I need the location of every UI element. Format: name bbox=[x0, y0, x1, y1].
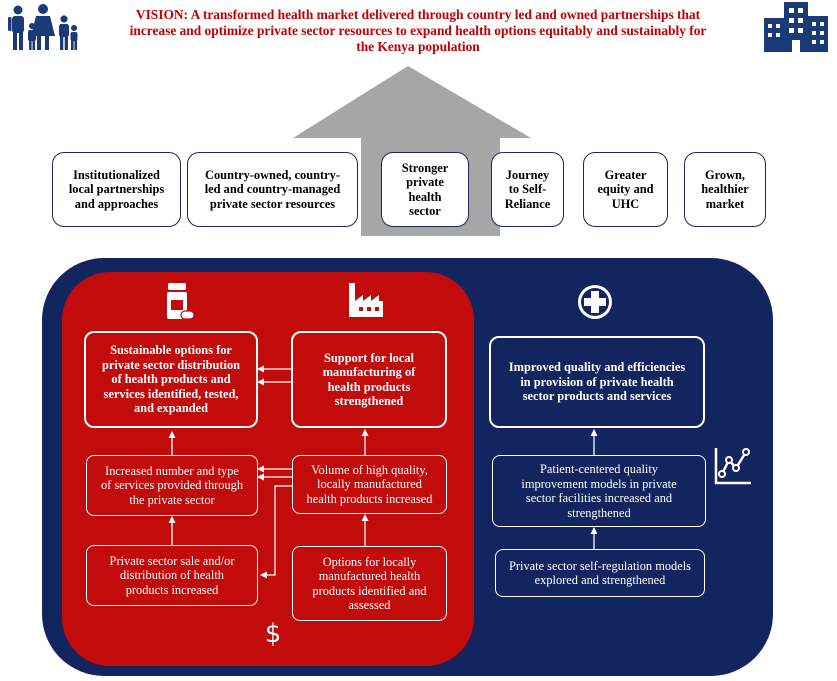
subresult-self-regulation: Private sector self-regulation models ex… bbox=[495, 549, 705, 597]
dollar-icon: $ bbox=[264, 619, 282, 649]
subresult-volume-products: Volume of high quality, locally manufact… bbox=[292, 455, 447, 514]
buildings-icon bbox=[764, 2, 828, 52]
subresult-sale-distribution: Private sector sale and/or distribution … bbox=[86, 545, 258, 606]
subresult-manufacturing-options: Options for locally manufactured health … bbox=[292, 546, 447, 621]
outcome-country-resources: Country-owned, country- led and country-… bbox=[187, 152, 358, 227]
upward-arrow bbox=[293, 66, 531, 236]
outcome-self-reliance: Journey to Self- Reliance bbox=[491, 152, 564, 227]
outcome-stronger-sector: Stronger private health sector bbox=[381, 152, 469, 227]
subresult-patient-centered: Patient-centered quality improvement mod… bbox=[492, 455, 706, 527]
outcome-equity-uhc: Greater equity and UHC bbox=[583, 152, 668, 227]
outcome-local-partnerships: Institutionalized local partnerships and… bbox=[52, 152, 181, 227]
subresult-increased-services: Increased number and type of services pr… bbox=[86, 455, 258, 516]
medicine-bottle-icon bbox=[167, 283, 195, 320]
vision-line-1: VISION: A transformed health market deli… bbox=[135, 7, 701, 22]
vision-statement: VISION: A transformed health market deli… bbox=[92, 7, 744, 55]
result-distribution-options: Sustainable options for private sector d… bbox=[84, 331, 258, 428]
vision-line-3: the Kenya population bbox=[356, 39, 480, 54]
result-local-manufacturing: Support for local manufacturing of healt… bbox=[291, 331, 447, 428]
family-icon bbox=[8, 4, 78, 50]
result-quality-efficiencies: Improved quality and efficiencies in pro… bbox=[489, 336, 705, 428]
outcome-healthier-market: Grown, healthier market bbox=[684, 152, 766, 227]
line-chart-icon bbox=[714, 448, 751, 485]
vision-line-2: increase and optimize private sector res… bbox=[129, 23, 707, 38]
factory-icon bbox=[349, 283, 383, 317]
medical-cross-icon bbox=[578, 285, 612, 319]
